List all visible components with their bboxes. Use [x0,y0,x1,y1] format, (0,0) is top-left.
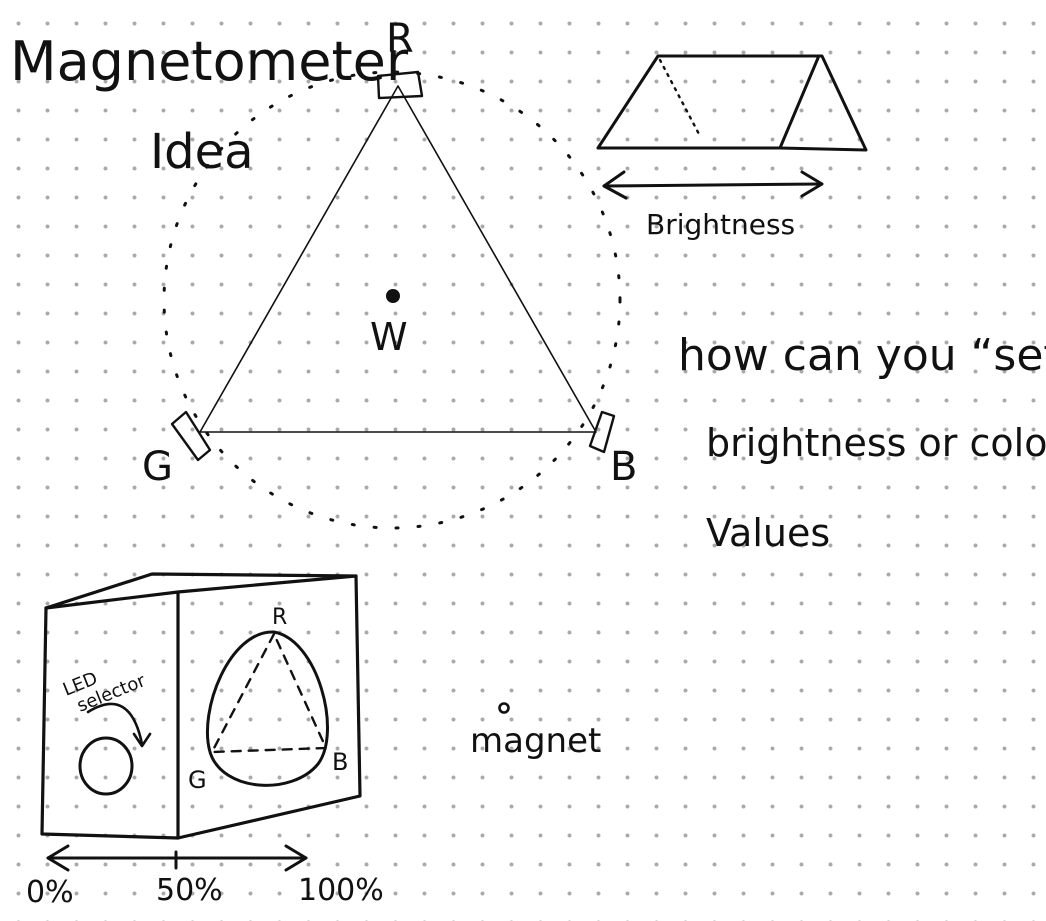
magnet-label: magnet [470,721,601,761]
center-point [386,289,400,303]
title: Magnetometer Idea [10,30,409,180]
cube-top-face [44,572,358,610]
led-g-label: G [142,444,173,490]
rotate-arrow-icon [86,702,144,746]
face-r-label: R [272,605,287,630]
scale-label-0: 0% [26,875,74,910]
led-g-block [170,410,212,462]
question-note: how can you “set” brightness or color Va… [678,330,1046,555]
scale-label-100: 100% [298,873,384,908]
title-line-1: Magnetometer [10,30,409,93]
cube-side-face [176,574,362,840]
note-line-2: brightness or color [706,421,1046,465]
dotted-circle [162,70,622,530]
led-r-block [376,70,424,100]
rotate-arrow-head [132,732,152,748]
magnet-dot [498,702,510,714]
center-label: W [370,315,408,359]
controller-cube [40,572,362,840]
note-line-1: how can you “set” [678,330,1046,381]
led-r-label: R [386,16,414,62]
brightness-prism [596,54,868,152]
brightness-arrow [602,170,824,200]
face-g-label: G [188,766,207,794]
scale-arrow [46,844,308,872]
face-b-label: B [332,748,348,776]
led-b-block [588,410,616,454]
face-loop [205,630,329,787]
face-dashed-triangle [210,632,328,754]
led-b-label: B [610,444,637,490]
note-line-3: Values [706,511,830,555]
scale-label-50: 50% [156,873,223,908]
selector-knob [78,736,134,796]
brightness-label: Brightness [646,208,795,241]
led-triangle [199,85,597,433]
face-color-diagram [205,630,329,787]
cube-front-face [40,590,180,840]
